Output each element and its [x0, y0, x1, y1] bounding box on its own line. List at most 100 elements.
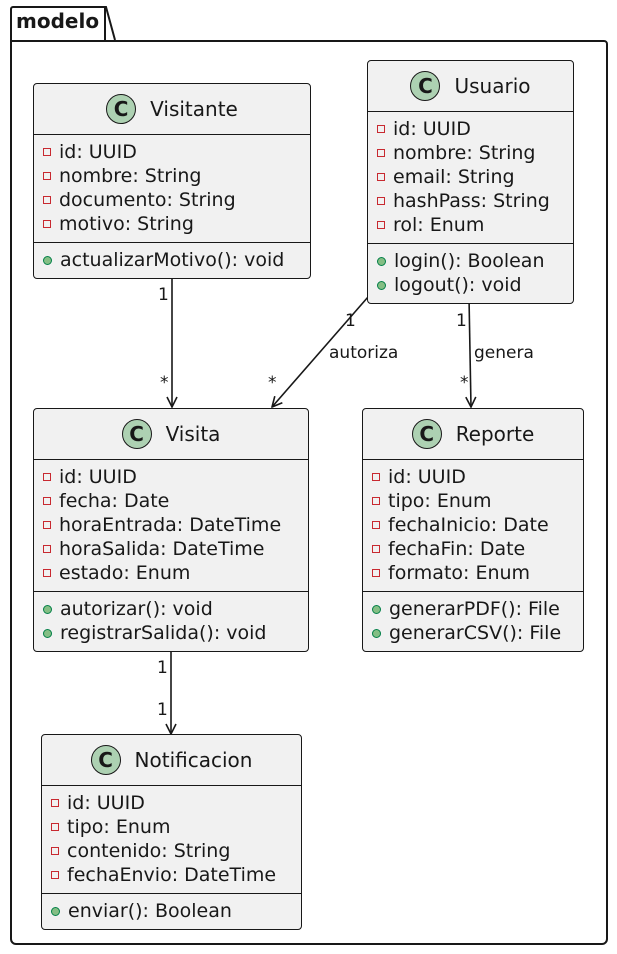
- attribute-text: estado: Enum: [59, 562, 191, 584]
- mult-visitante-source: 1: [158, 285, 169, 305]
- private-visibility-icon: [51, 871, 59, 879]
- attribute-row: nombre: String: [368, 141, 573, 165]
- private-visibility-icon: [43, 196, 51, 204]
- attribute-text: fecha: Date: [59, 490, 170, 512]
- method-text: login(): Boolean: [394, 250, 545, 272]
- attribute-text: nombre: String: [393, 142, 536, 164]
- method-text: enviar(): Boolean: [68, 900, 232, 922]
- mult-reporte-target: *: [460, 373, 469, 393]
- mult-usuario-source-genera: 1: [456, 311, 467, 331]
- public-visibility-icon: [43, 628, 52, 638]
- label-genera: genera: [474, 343, 534, 363]
- attribute-text: tipo: Enum: [388, 490, 492, 512]
- attribute-row: nombre: String: [34, 164, 310, 188]
- private-visibility-icon: [372, 473, 380, 481]
- attribute-row: id: UUID: [34, 140, 310, 164]
- attribute-text: email: String: [393, 166, 515, 188]
- package-tab: [10, 6, 106, 40]
- class-stereotype-icon: C: [90, 745, 121, 775]
- method-text: generarCSV(): File: [389, 622, 562, 644]
- attribute-row: fechaFin: Date: [363, 537, 583, 561]
- method-text: registrarSalida(): void: [60, 622, 267, 644]
- attribute-row: tipo: Enum: [42, 815, 301, 839]
- private-visibility-icon: [43, 545, 51, 553]
- attribute-text: fechaFin: Date: [388, 538, 526, 560]
- method-text: actualizarMotivo(): void: [60, 249, 285, 271]
- class-name: Usuario: [454, 74, 531, 98]
- package-tab-corner: [104, 6, 116, 41]
- attribute-row: horaSalida: DateTime: [34, 537, 308, 561]
- attribute-row: fechaEnvio: DateTime: [42, 863, 301, 887]
- attribute-row: tipo: Enum: [363, 489, 583, 513]
- attribute-row: hashPass: String: [368, 189, 573, 213]
- private-visibility-icon: [372, 569, 380, 577]
- attribute-text: tipo: Enum: [67, 816, 171, 838]
- class-header: C Usuario: [368, 61, 573, 111]
- attribute-text: motivo: String: [59, 213, 194, 235]
- edge-usuario-reporte: [469, 296, 471, 407]
- method-row: enviar(): Boolean: [42, 899, 301, 923]
- class-stereotype-icon: C: [106, 94, 137, 124]
- method-row: actualizarMotivo(): void: [34, 248, 310, 272]
- mult-usuario-source-autoriza: 1: [345, 311, 356, 331]
- method-row: logout(): void: [368, 273, 573, 297]
- attribute-row: fecha: Date: [34, 489, 308, 513]
- mult-notificacion-target: 1: [157, 700, 168, 720]
- attribute-text: contenido: String: [67, 840, 231, 862]
- private-visibility-icon: [377, 149, 385, 157]
- mult-visita-target: *: [160, 373, 169, 393]
- attribute-row: motivo: String: [34, 212, 310, 236]
- edge-usuario-visita: [272, 296, 369, 407]
- class-header: C Visitante: [34, 84, 310, 134]
- method-text: generarPDF(): File: [389, 598, 560, 620]
- attribute-text: horaSalida: DateTime: [59, 538, 265, 560]
- attribute-text: id: UUID: [388, 466, 466, 488]
- class-name: Visita: [165, 422, 221, 446]
- class-name: Reporte: [455, 422, 535, 446]
- methods-section: enviar(): Boolean: [42, 893, 301, 929]
- private-visibility-icon: [377, 173, 385, 181]
- private-visibility-icon: [377, 125, 385, 133]
- method-row: generarCSV(): File: [363, 621, 583, 645]
- public-visibility-icon: [372, 628, 381, 638]
- attribute-text: id: UUID: [67, 792, 145, 814]
- attribute-text: id: UUID: [59, 141, 137, 163]
- attribute-row: fechaInicio: Date: [363, 513, 583, 537]
- mult-visita-target-autoriza: *: [268, 373, 277, 393]
- method-row: generarPDF(): File: [363, 597, 583, 621]
- class-stereotype-icon: C: [410, 71, 441, 101]
- class-header: C Reporte: [363, 409, 583, 459]
- class-stereotype-icon: C: [411, 419, 442, 449]
- attribute-text: id: UUID: [393, 118, 471, 140]
- attribute-text: fechaEnvio: DateTime: [67, 864, 277, 886]
- attribute-row: formato: Enum: [363, 561, 583, 585]
- public-visibility-icon: [372, 604, 381, 614]
- attribute-row: horaEntrada: DateTime: [34, 513, 308, 537]
- attribute-row: documento: String: [34, 188, 310, 212]
- attribute-row: email: String: [368, 165, 573, 189]
- private-visibility-icon: [377, 197, 385, 205]
- public-visibility-icon: [51, 906, 60, 916]
- private-visibility-icon: [43, 220, 51, 228]
- private-visibility-icon: [377, 221, 385, 229]
- private-visibility-icon: [372, 497, 380, 505]
- package-frame: [10, 40, 608, 945]
- attribute-text: rol: Enum: [393, 214, 485, 236]
- class-name: Visitante: [150, 97, 238, 121]
- attribute-text: formato: Enum: [388, 562, 531, 584]
- public-visibility-icon: [377, 256, 386, 266]
- method-text: logout(): void: [394, 274, 522, 296]
- attribute-row: id: UUID: [363, 465, 583, 489]
